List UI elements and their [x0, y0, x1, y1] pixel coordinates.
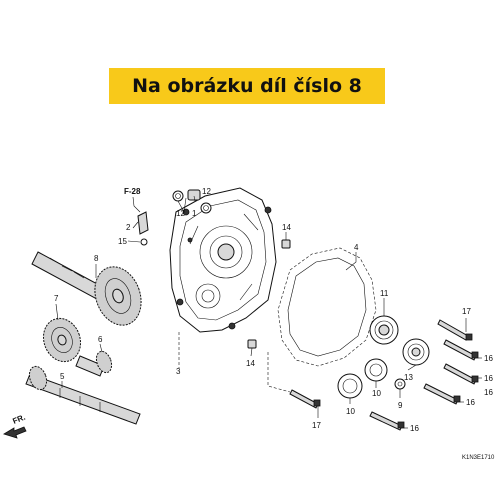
callout-13: 13: [404, 373, 413, 382]
callout-7: 7: [54, 294, 59, 303]
callout-10b: 10: [346, 407, 355, 416]
final-shaft[interactable]: [31, 251, 149, 332]
callout-12b: 12: [202, 187, 211, 196]
callout-16a: 16: [484, 354, 493, 363]
callout-16d: 16: [410, 424, 419, 433]
counter-shaft[interactable]: [75, 349, 114, 377]
callout-12a: 12: [176, 209, 185, 218]
crankcase-cover[interactable]: [169, 187, 277, 333]
callout-17b: 17: [312, 421, 321, 430]
dowel-pins[interactable]: [247, 239, 291, 349]
callout-5: 5: [60, 372, 65, 381]
gasket[interactable]: [277, 247, 377, 367]
leader-lines: [55, 195, 482, 429]
part-number-banner: Na obrázku díl číslo 8: [109, 68, 385, 104]
callout-16e: 16: [484, 388, 493, 397]
callout-15: 15: [118, 237, 127, 246]
diagram-code: K1N3E1710: [462, 455, 495, 461]
callout-8: 8: [94, 254, 99, 263]
callout-16b: 16: [484, 374, 493, 383]
callout-f28: F-28: [124, 187, 141, 196]
bolts[interactable]: [289, 319, 479, 431]
fr-label: FR.: [11, 413, 26, 426]
callout-10a: 10: [372, 389, 381, 398]
final-gear[interactable]: [38, 313, 87, 367]
callout-2: 2: [126, 223, 131, 232]
callout-6: 6: [98, 335, 103, 344]
front-direction-arrow: FR.: [3, 413, 27, 439]
callout-3: 3: [176, 367, 181, 376]
callout-16c: 16: [466, 398, 475, 407]
banner-text: Na obrázku díl číslo 8: [132, 75, 362, 97]
callout-9: 9: [398, 401, 403, 410]
small-fittings[interactable]: [137, 189, 212, 246]
callout-14b: 14: [246, 359, 255, 368]
callout-4: 4: [354, 243, 359, 252]
bearings[interactable]: [337, 315, 430, 399]
callout-1: 1: [192, 209, 197, 218]
callout-11: 11: [380, 289, 389, 298]
drive-shaft[interactable]: [25, 364, 141, 425]
callout-14a: 14: [282, 223, 291, 232]
callout-17a: 17: [462, 307, 471, 316]
